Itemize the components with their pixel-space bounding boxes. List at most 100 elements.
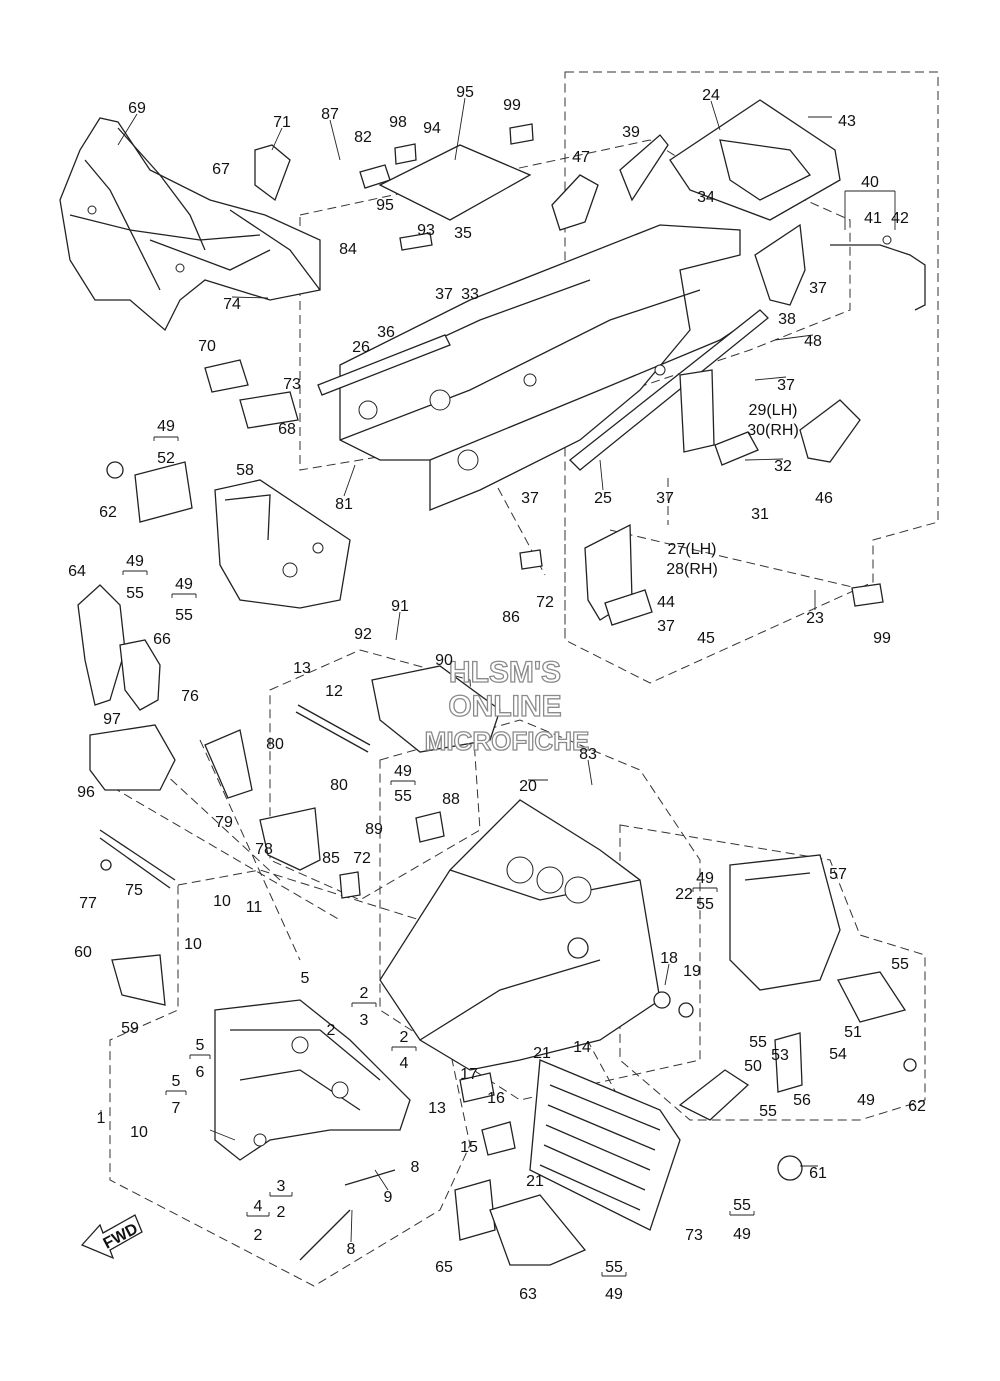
part-callout-55h: 55: [733, 1197, 751, 1214]
part-callout-96: 96: [77, 784, 95, 801]
part-callout-55i: 55: [605, 1259, 623, 1276]
part-callout-45: 45: [697, 630, 715, 647]
part-callout-37d: 37: [521, 490, 539, 507]
part-callout-49d: 49: [394, 763, 412, 780]
left-bracket-parts: [77, 461, 351, 889]
part-callout-95b: 95: [376, 197, 394, 214]
watermark-line-2: ONLINE: [448, 690, 561, 723]
part-callout-99a: 99: [503, 97, 521, 114]
part-callout-38: 38: [778, 311, 796, 328]
part-callout-17: 17: [460, 1066, 478, 1083]
part-callout-4a: 4: [400, 1055, 409, 1072]
part-callout-55d: 55: [696, 896, 714, 913]
part-callout-65: 65: [435, 1259, 453, 1276]
part-callout-33: 33: [461, 286, 479, 303]
part-callout-42: 42: [891, 210, 909, 227]
part-callout-75: 75: [125, 882, 143, 899]
part-callout-39: 39: [622, 124, 640, 141]
part-callout-25: 25: [594, 490, 612, 507]
part-callout-13b: 13: [428, 1100, 446, 1117]
part-callout-63: 63: [519, 1286, 537, 1303]
part-callout-2c: 2: [400, 1029, 409, 1046]
part-callout-4b: 4: [254, 1198, 263, 1215]
part-callout-50: 50: [744, 1058, 762, 1075]
part-callout-70: 70: [198, 338, 216, 355]
part-callout-8a: 8: [411, 1159, 420, 1176]
part-callout-67: 67: [212, 161, 230, 178]
part-callout-2b: 2: [327, 1022, 336, 1039]
part-callout-76: 76: [181, 688, 199, 705]
part-callout-55b: 55: [175, 607, 193, 624]
part-callout-55g: 55: [759, 1103, 777, 1120]
part-callout-10a: 10: [213, 893, 231, 910]
assembly-group-outlines: [99, 71, 939, 1287]
part-callout-16: 16: [487, 1090, 505, 1107]
part-callout-27: 27(LH): [668, 541, 717, 558]
watermark: HLSM'S ONLINE MICROFICHE: [424, 655, 590, 756]
part-callout-32: 32: [774, 458, 792, 475]
part-callout-18: 18: [660, 950, 678, 967]
part-callout-2e: 2: [254, 1227, 263, 1244]
part-callout-79: 79: [215, 814, 233, 831]
part-callout-90: 90: [435, 652, 453, 669]
part-callout-2a: 2: [360, 985, 369, 1002]
part-callout-98: 98: [389, 114, 407, 131]
part-callout-37e: 37: [656, 490, 674, 507]
part-callout-55f: 55: [749, 1034, 767, 1051]
top-bracket-parts: [204, 99, 926, 429]
part-callout-68: 68: [278, 421, 296, 438]
part-callout-12: 12: [325, 683, 343, 700]
part-callout-5c: 5: [172, 1073, 181, 1090]
part-callout-66: 66: [153, 631, 171, 648]
part-callout-60: 60: [74, 944, 92, 961]
part-callout-24: 24: [702, 87, 720, 104]
part-callout-49a: 49: [157, 418, 175, 435]
part-callout-34: 34: [697, 189, 715, 206]
bulkhead-part: [379, 799, 694, 1071]
part-callout-14: 14: [573, 1039, 591, 1056]
part-callout-87: 87: [321, 106, 339, 123]
part-callout-73b: 73: [685, 1227, 703, 1244]
part-callout-48: 48: [804, 333, 822, 350]
part-callout-49c: 49: [175, 576, 193, 593]
part-callout-36: 36: [377, 324, 395, 341]
part-callout-88: 88: [442, 791, 460, 808]
part-callout-99b: 99: [873, 630, 891, 647]
part-callout-57: 57: [829, 866, 847, 883]
part-callout-20: 20: [519, 778, 537, 795]
part-callout-93: 93: [417, 222, 435, 239]
right-bracket-parts: [519, 369, 884, 626]
part-callout-44: 44: [657, 594, 675, 611]
part-callout-89: 89: [365, 821, 383, 838]
part-callout-81: 81: [335, 496, 353, 513]
front-cowl-part: [59, 117, 321, 332]
part-callout-51: 51: [844, 1024, 862, 1041]
part-callout-30: 30(RH): [747, 422, 799, 439]
part-callout-69: 69: [128, 100, 146, 117]
part-callout-71: 71: [273, 114, 291, 131]
group-bracket-marks: [122, 190, 896, 1277]
part-callout-37a: 37: [809, 280, 827, 297]
part-callout-49b: 49: [126, 553, 144, 570]
part-callout-3b: 3: [277, 1178, 286, 1195]
watermark-line-3: MICROFICHE: [425, 726, 590, 756]
part-callout-72b: 72: [353, 850, 371, 867]
part-callout-94: 94: [423, 120, 441, 137]
part-callout-37f: 37: [657, 618, 675, 635]
part-callout-1: 1: [97, 1110, 106, 1127]
part-callout-55e: 55: [891, 956, 909, 973]
leader-lines: [100, 97, 832, 1243]
part-callout-15: 15: [460, 1139, 478, 1156]
watermark-line-1: HLSM'S: [449, 656, 561, 689]
center-bracket-parts: [204, 665, 501, 899]
part-callout-56: 56: [793, 1092, 811, 1109]
part-callout-49f: 49: [857, 1092, 875, 1109]
part-callout-52: 52: [157, 450, 175, 467]
tunnel-chassis-part: [317, 224, 769, 511]
part-callout-21a: 21: [533, 1045, 551, 1062]
part-callout-95a: 95: [456, 84, 474, 101]
part-callout-62a: 62: [99, 504, 117, 521]
part-callout-10b: 10: [184, 936, 202, 953]
part-callout-85: 85: [322, 850, 340, 867]
part-callout-23: 23: [806, 610, 824, 627]
